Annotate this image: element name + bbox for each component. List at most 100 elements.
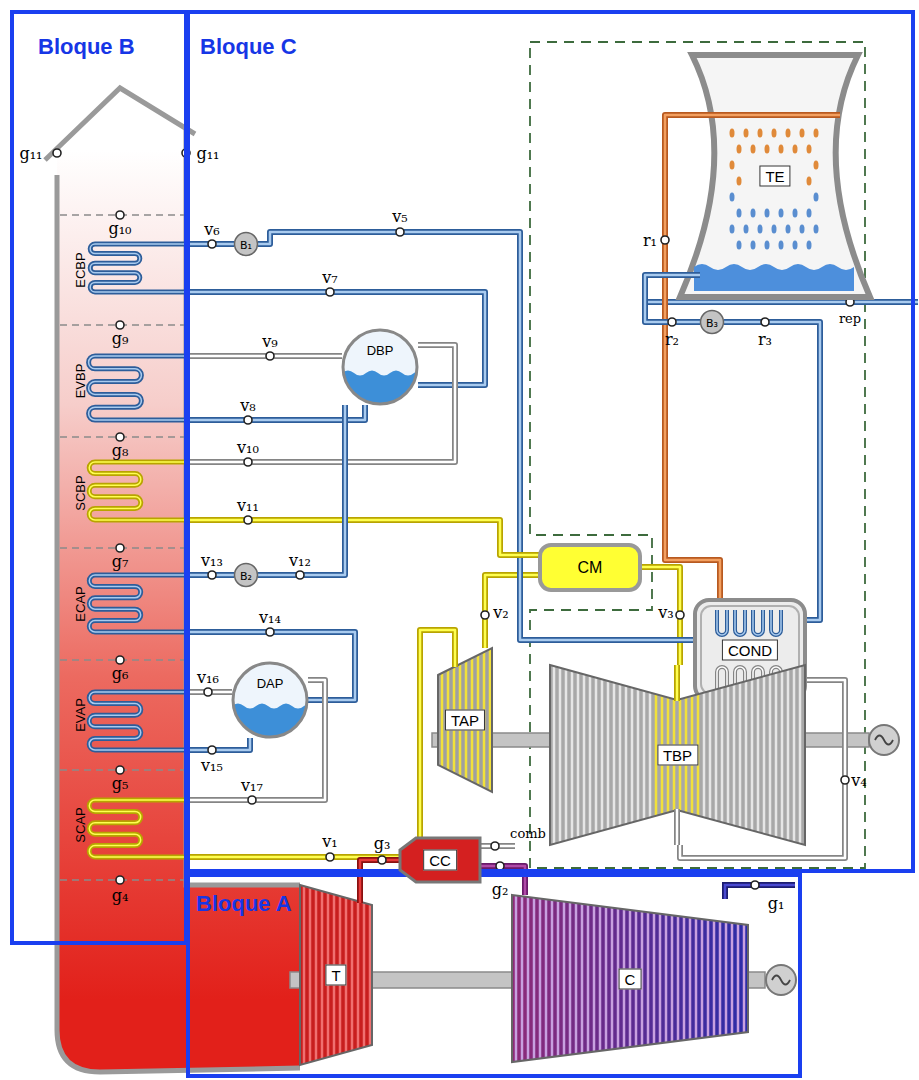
- chamber-body: [540, 545, 640, 590]
- water-drop: [807, 241, 812, 250]
- pipe-outer: [184, 738, 250, 750]
- heat-exchanger-coil: [89, 462, 184, 520]
- turbine-casing: [512, 895, 748, 1062]
- pipe-outer: [640, 567, 680, 665]
- state-point: [244, 416, 252, 424]
- shape-drawing: [14, 14, 192, 949]
- water-drop: [730, 193, 735, 202]
- point-label-holder: g₁₁: [19, 144, 42, 163]
- pipe-connector: [184, 356, 342, 357]
- component-label: COND: [722, 640, 778, 661]
- section-separators: [60, 215, 184, 880]
- block-heading: Bloque B: [38, 34, 135, 60]
- state-point-label: v₁₆: [197, 668, 219, 687]
- pipe-inner: [724, 322, 820, 620]
- water-drop: [730, 161, 735, 170]
- state-point: [491, 842, 499, 850]
- state-point-label: g₁: [768, 894, 785, 913]
- blade-rows: [304, 885, 370, 1065]
- generator-circle: [766, 965, 796, 995]
- shape-drawing: [342, 329, 418, 405]
- component-label: DAP: [257, 676, 284, 691]
- point-label-holder: v₂: [493, 603, 508, 622]
- water-drop: [793, 145, 798, 154]
- blade-row: [351, 885, 354, 1065]
- state-point-label: v₂: [493, 603, 508, 622]
- state-point-label: g₅: [112, 774, 129, 793]
- condenser-tube: [753, 610, 763, 635]
- state-point-label: v₁₂: [289, 551, 311, 570]
- water-drop: [814, 225, 819, 234]
- water-drop: [765, 209, 770, 218]
- component-label: DBP: [367, 343, 394, 358]
- water-drop: [737, 209, 742, 218]
- blade-row: [595, 665, 598, 845]
- blade-row: [583, 665, 586, 845]
- blade-row: [763, 665, 766, 845]
- blade-row: [659, 895, 662, 1062]
- basin-outlet: [680, 272, 700, 278]
- pipe-stub: [359, 885, 362, 903]
- component-label: CC: [423, 850, 457, 871]
- combustor-body: [400, 838, 480, 882]
- state-point-label: comb: [510, 826, 546, 841]
- state-point: [208, 240, 216, 248]
- condenser-tube: [771, 610, 781, 635]
- turbine-casing: [300, 885, 372, 1065]
- state-point: [204, 688, 212, 696]
- blade-row: [303, 885, 306, 1065]
- water-drop: [814, 161, 819, 170]
- pipe-connector: [184, 520, 540, 555]
- compressor: C: [512, 895, 748, 1062]
- pump-symbol: B₃: [700, 310, 724, 334]
- state-point-label: g₁₁: [19, 144, 42, 163]
- pipe-inner: [184, 738, 250, 750]
- blade-row: [363, 885, 366, 1065]
- water-drop: [737, 241, 742, 250]
- water-drop: [758, 129, 763, 138]
- water-drop: [751, 145, 756, 154]
- water-drop: [737, 177, 742, 186]
- blade-row: [599, 895, 602, 1062]
- blade-row: [587, 895, 590, 1062]
- water-drop: [807, 209, 812, 218]
- cooling-tower: TE: [680, 55, 870, 297]
- drum-outline: [343, 330, 417, 404]
- blade-row: [671, 895, 674, 1062]
- drum-outline: [233, 663, 307, 737]
- blade-row: [441, 648, 444, 792]
- state-point: [248, 796, 256, 804]
- state-point: [378, 856, 386, 864]
- block-frame: Bloque CTEB₁DBPCONDB₃B₂CMDAPTAPTBP: [186, 10, 915, 873]
- point-label-holder: comb: [510, 824, 546, 842]
- blade-row: [569, 895, 572, 1062]
- heat-exchanger-coil: [89, 356, 184, 420]
- hp-turbine: TAP: [438, 648, 492, 792]
- pipe-stub: [676, 809, 679, 845]
- state-point-label: v₁₄: [259, 608, 281, 627]
- pipe-stub: [452, 648, 458, 667]
- gas-turbine: T: [300, 885, 372, 1065]
- point-label-holder: v₈: [240, 396, 255, 415]
- heat-exchanger-coil: [90, 244, 184, 292]
- blade-row: [611, 895, 614, 1062]
- pipe-inner: [184, 292, 485, 385]
- water-drop: [779, 145, 784, 154]
- component-label: T: [325, 965, 346, 986]
- stack-gas: [57, 92, 300, 1072]
- state-point-label: v₄: [851, 771, 866, 790]
- point-label-holder: g₂: [492, 880, 509, 899]
- turbine-outline: [512, 895, 748, 1062]
- lp-turbine: TBP: [550, 665, 805, 845]
- point-label-holder: r₃: [758, 330, 772, 349]
- blade-row: [607, 665, 610, 845]
- hrsg-section: ECBP: [58, 215, 184, 325]
- heat-exchanger-coil: [89, 462, 184, 520]
- air-inlet-pipe: [725, 885, 795, 899]
- state-point: [266, 628, 274, 636]
- blade-row: [731, 895, 734, 1062]
- blade-row: [321, 885, 324, 1065]
- pipe-connector: [640, 567, 680, 665]
- pipe-stub: [454, 648, 457, 667]
- point-label-holder: g₈: [112, 441, 129, 460]
